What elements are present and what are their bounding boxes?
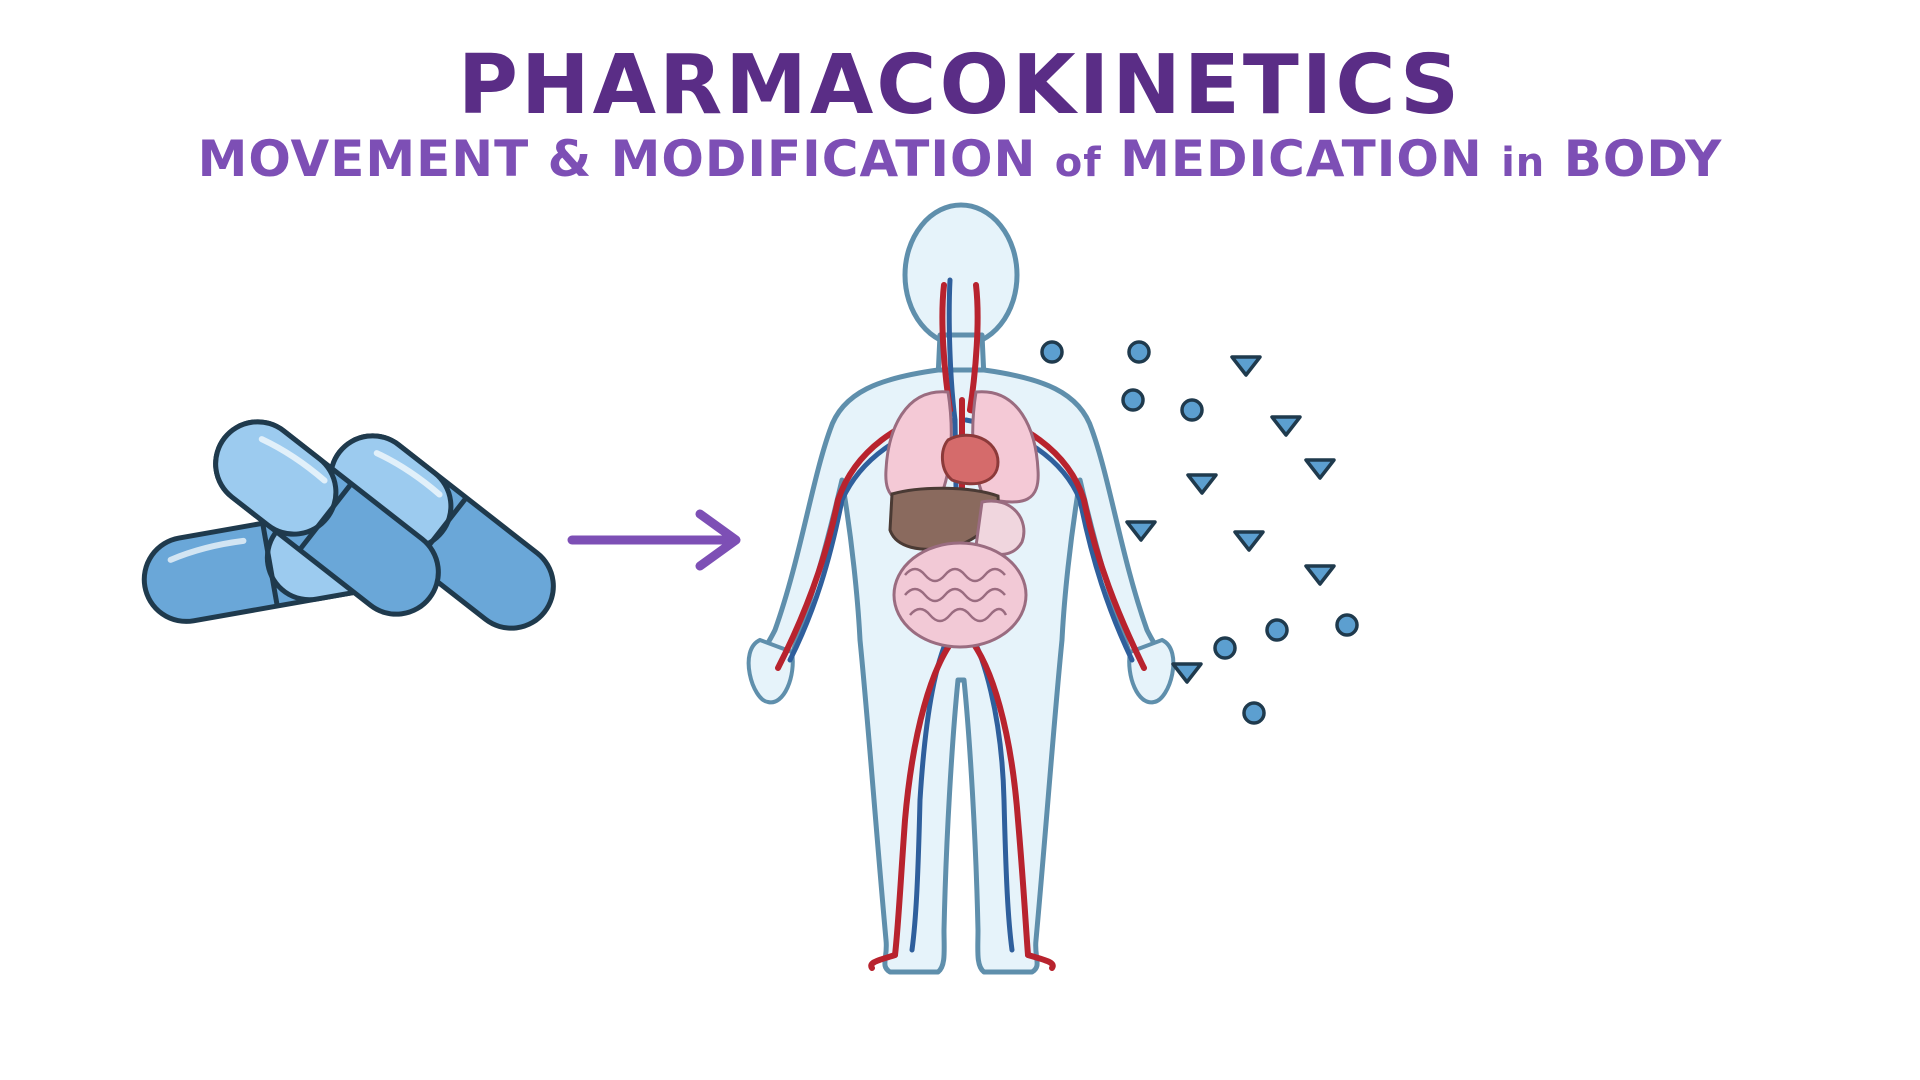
subtitle-of: of [1054,140,1102,186]
particle-triangle [1233,530,1265,552]
particle-triangle [1125,520,1157,542]
intestines [892,541,1028,649]
particle-circle [1335,613,1359,637]
subtitle-part3: BODY [1563,130,1723,188]
particle-circle [1265,618,1289,642]
particle-triangle [1270,415,1302,437]
page-title: PHARMACOKINETICS [457,38,1463,133]
arrow-right-icon [567,509,741,571]
subtitle-part1: MOVEMENT & MODIFICATION [197,130,1037,188]
particle-circle [1242,701,1266,725]
particle-triangle [1186,473,1218,495]
particle-circle [1040,340,1064,364]
particle-circle [1213,636,1237,660]
particle-circle [1121,388,1145,412]
capsule-icon [141,419,556,631]
heart [941,433,1000,486]
subtitle-in: in [1501,140,1546,186]
drug-particle-icon [1040,340,1359,725]
capsule-3 [213,419,441,617]
particle-triangle [1171,662,1203,684]
particle-circle [1180,398,1204,422]
particle-triangle [1304,564,1336,586]
subtitle-part2: MEDICATION [1120,130,1483,188]
human-body-icon [746,202,1176,975]
page-subtitle: MOVEMENT & MODIFICATION of MEDICATION in… [0,130,1920,188]
particle-circle [1127,340,1151,364]
particle-triangle [1304,458,1336,480]
particle-triangle [1230,355,1262,377]
